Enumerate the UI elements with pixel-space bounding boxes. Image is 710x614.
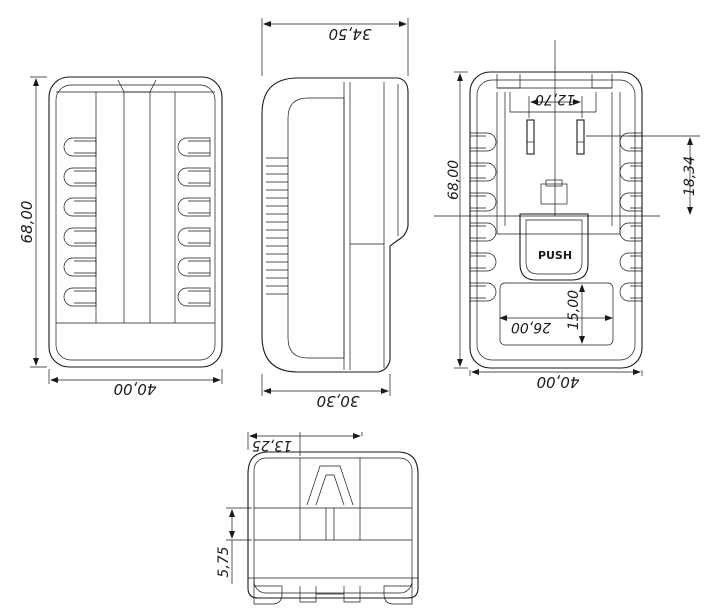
front-slot-right-inner (188, 170, 210, 184)
back-prong-offset-dimension: 18,34 (586, 135, 700, 215)
back-slot-left-inner (470, 195, 486, 209)
front-slot-left-inner (74, 170, 96, 184)
back-prong-spacing-dimension: 12,70 (528, 91, 583, 118)
back-label-height-label: 15,00 (566, 290, 582, 330)
front-slot-right-inner (188, 230, 210, 244)
front-slot-right (177, 197, 211, 217)
front-slot-right (177, 287, 211, 307)
side-bottom-label: 30,30 (317, 392, 360, 410)
bottom-height-label: 5,75 (216, 546, 232, 577)
bottom-width-label: 13,25 (252, 437, 292, 453)
side-top-label: 34,50 (329, 25, 372, 43)
front-slot-right (177, 257, 211, 277)
back-slot-right-inner (630, 285, 642, 299)
back-slot-right-inner (630, 225, 642, 239)
bottom-view: 13,25 5,75 (216, 432, 419, 605)
back-label-width-label: 26,00 (511, 319, 551, 335)
back-slot-left (469, 162, 497, 182)
back-slot-left (469, 282, 497, 302)
bottom-height-dimension: 5,75 (216, 507, 252, 584)
front-slot-left-inner (74, 290, 96, 304)
back-slot-left (469, 222, 497, 242)
side-view: 34,50 30,30 (261, 18, 409, 410)
back-width-label: 40,00 (537, 373, 580, 391)
back-prong-spacing-label: 12,70 (535, 91, 575, 107)
side-vent-slots (266, 157, 288, 295)
back-label-width-dimension: 26,00 (499, 315, 613, 335)
front-slot-left-inner (74, 260, 96, 274)
back-view: PUSH 12,70 18,34 68,00 (434, 40, 700, 391)
front-slot-right-inner (188, 200, 210, 214)
back-vent-slots (469, 132, 643, 302)
back-slot-right-inner (630, 195, 642, 209)
back-slot-left-inner (470, 165, 486, 179)
front-view: 68,00 40,00 (18, 76, 223, 398)
side-top-dimension: 34,50 (261, 18, 409, 76)
front-width-dimension: 40,00 (48, 369, 223, 398)
front-slot-left-inner (74, 200, 96, 214)
front-slot-left (63, 227, 97, 247)
front-slot-left-inner (74, 230, 96, 244)
back-prong-offset-label: 18,34 (682, 156, 698, 196)
front-vent-slots (63, 137, 211, 307)
back-slot-left-inner (470, 225, 486, 239)
front-slot-left (63, 167, 97, 187)
back-label-height-dimension: 15,00 (566, 284, 585, 344)
front-slot-left-inner (74, 140, 96, 154)
front-slot-right-inner (188, 260, 210, 274)
back-slot-left (469, 252, 497, 272)
front-height-label: 68,00 (18, 201, 36, 244)
back-height-label: 68,00 (446, 160, 462, 200)
front-slot-right-inner (188, 290, 210, 304)
back-slot-left (469, 192, 497, 212)
front-width-label: 40,00 (114, 380, 157, 398)
front-slot-right (177, 137, 211, 157)
back-slot-right (619, 282, 643, 302)
push-button-label: PUSH (538, 249, 572, 262)
back-height-dimension: 68,00 (446, 71, 468, 369)
back-width-dimension: 40,00 (469, 369, 643, 391)
front-slot-left (63, 197, 97, 217)
back-slot-right (619, 162, 643, 182)
back-slot-left-inner (470, 255, 486, 269)
back-slot-right (619, 252, 643, 272)
back-slot-right-inner (630, 255, 642, 269)
front-slot-left (63, 257, 97, 277)
back-slot-right-inner (630, 135, 642, 149)
bottom-width-dimension: 13,25 (247, 432, 363, 456)
back-slot-left-inner (470, 135, 486, 149)
front-slot-left (63, 137, 97, 157)
front-slot-left (63, 287, 97, 307)
back-slot-right (619, 192, 643, 212)
back-slot-left-inner (470, 285, 486, 299)
back-slot-right (619, 222, 643, 242)
back-slot-right-inner (630, 165, 642, 179)
front-slot-right (177, 167, 211, 187)
front-slot-right-inner (188, 140, 210, 154)
side-bottom-dimension: 30,30 (261, 374, 391, 410)
front-height-dimension: 68,00 (18, 76, 47, 368)
front-slot-right (177, 227, 211, 247)
back-slot-left (469, 132, 497, 152)
back-slot-right (619, 132, 643, 152)
